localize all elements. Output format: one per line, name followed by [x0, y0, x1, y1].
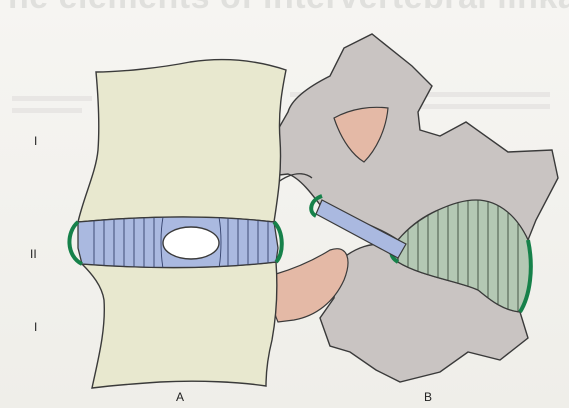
label-lower-left: I — [34, 320, 37, 334]
vertebral-body-upper — [78, 60, 286, 222]
label-upper-left: I — [34, 134, 37, 148]
upper-arch — [270, 34, 558, 240]
nucleus-pulposus — [163, 227, 219, 259]
label-figure-a: A — [176, 390, 184, 404]
label-figure-b: B — [424, 390, 432, 404]
label-middle-left: II — [30, 247, 37, 261]
vertebral-body-lower — [82, 262, 277, 388]
vertebral-arch-b — [264, 34, 558, 382]
intervertebral-disc — [69, 212, 281, 274]
